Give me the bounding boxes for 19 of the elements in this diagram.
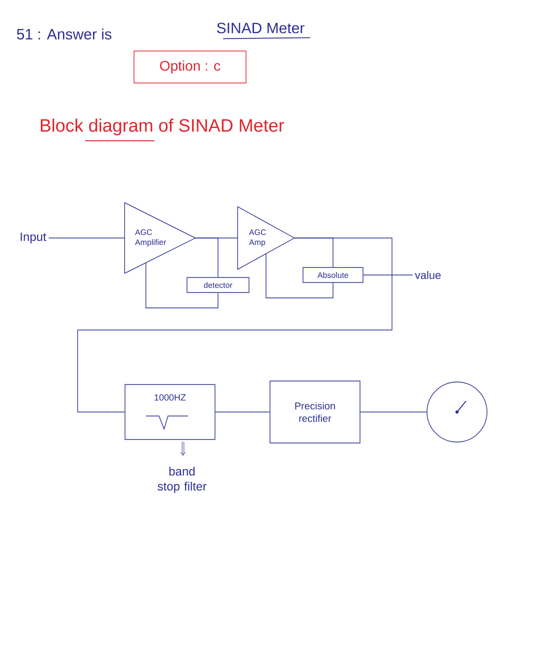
title: Block diagram of SINAD Meter [40, 118, 284, 136]
note-text: 51 : Answer is [16, 28, 112, 40]
connector-line [195, 238, 218, 278]
input-label: Input [20, 232, 46, 244]
heading-text: SINAD Meter [217, 22, 304, 34]
connector-line [146, 262, 218, 308]
connector-line [77, 238, 392, 412]
amplifier-triangle: AGC Amp [237, 206, 296, 270]
caption-text: band stop filter [158, 466, 206, 493]
filter-box: 1000HZ [124, 384, 216, 440]
amplifier-triangle: AGC Amplifier [124, 202, 196, 274]
connector-line [266, 253, 334, 298]
boxed-note: Option : c [134, 50, 246, 84]
process-box: detector [186, 277, 250, 293]
connector-line [363, 274, 413, 276]
output-label: value [414, 270, 441, 280]
process-box: Precision rectifier [270, 380, 360, 444]
process-box: Absolute [302, 267, 364, 283]
meter-dial [426, 382, 488, 442]
